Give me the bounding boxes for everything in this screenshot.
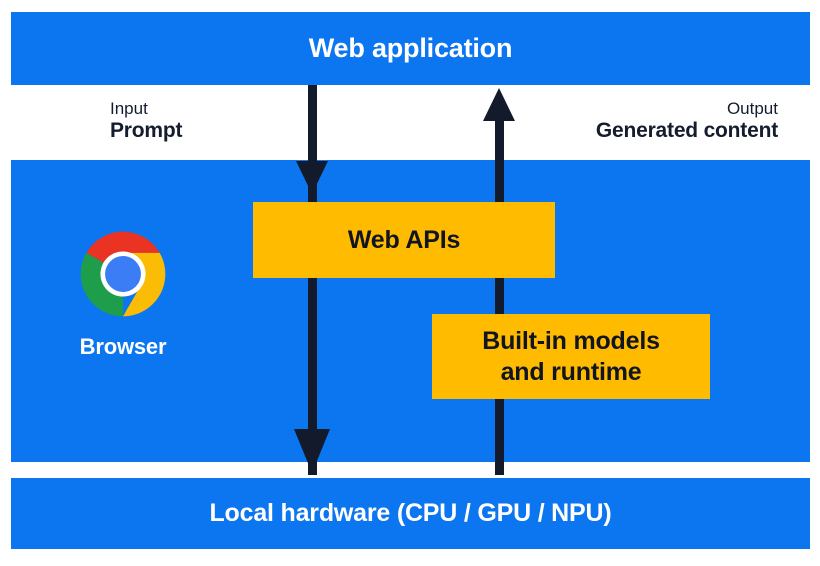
web-application-band: Web application	[11, 12, 810, 85]
input-arrow-head-upper	[296, 161, 328, 194]
web-apis-box[interactable]: Web APIs	[253, 202, 555, 278]
input-value: Prompt	[110, 119, 183, 143]
built-in-models-box-label: Built-in models and runtime	[482, 326, 660, 387]
built-in-models-line-1: Built-in models	[482, 327, 660, 355]
output-kicker: Output	[726, 99, 778, 118]
local-hardware-label: Local hardware (CPU / GPU / NPU)	[209, 499, 612, 527]
browser-caption: Browser	[79, 334, 167, 359]
web-application-label: Web application	[308, 33, 513, 63]
output-arrow-head	[483, 88, 515, 121]
output-arrow-shaft	[495, 108, 504, 475]
input-arrow-head-lower	[294, 429, 330, 473]
input-flow-label: Input Prompt	[110, 99, 183, 144]
output-flow-label: Output Generated content	[596, 99, 778, 144]
output-value: Generated content	[595, 119, 778, 143]
input-arrow-shaft	[308, 85, 317, 475]
web-apis-box-label: Web APIs	[347, 225, 461, 254]
browser-group: Browser	[48, 228, 198, 360]
built-in-models-box[interactable]: Built-in models and runtime	[432, 314, 710, 399]
chrome-logo-icon	[80, 231, 166, 317]
built-in-models-line-2: and runtime	[500, 357, 642, 386]
input-kicker: Input	[110, 99, 148, 118]
local-hardware-band: Local hardware (CPU / GPU / NPU)	[11, 478, 810, 549]
